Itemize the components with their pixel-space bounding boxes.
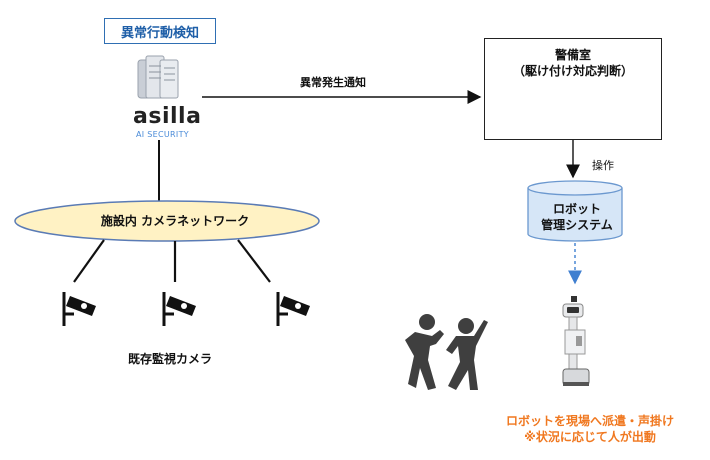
security-camera-icon [162,292,196,326]
title-badge: 異常行動検知 [104,18,216,44]
guard-room-subtitle: （駆け付け対応判断） [512,64,633,78]
camera-network-ellipse [14,200,320,242]
brand-tagline: AI SECURITY [136,130,189,139]
operate-label: 操作 [592,159,614,172]
brand-name: asilla [133,104,202,129]
robot-system-cylinder [527,180,623,242]
guard-room-box [484,38,662,140]
camera-line-left [73,239,105,283]
server-icon [137,55,179,99]
fighting-people-icon [405,314,488,390]
dispatch-label-2: ※状況に応じて人が出動 [524,430,656,444]
camera-line-right [237,239,271,283]
robot-system-label-2: 管理システム [541,218,613,232]
robot-system-label-1: ロボット [552,202,601,216]
notify-label: 異常発生通知 [300,76,366,89]
security-camera-icon [62,292,96,326]
dispatch-label-1: ロボットを現場へ派遣・声掛け [505,414,674,428]
guard-room-title: 警備室 [554,48,591,62]
security-camera-icon [276,292,310,326]
robot-icon [562,296,590,386]
title-badge-text: 異常行動検知 [120,25,199,41]
camera-label: 既存監視カメラ [128,352,213,366]
network-label: 施設内 カメラネットワーク [100,214,250,228]
